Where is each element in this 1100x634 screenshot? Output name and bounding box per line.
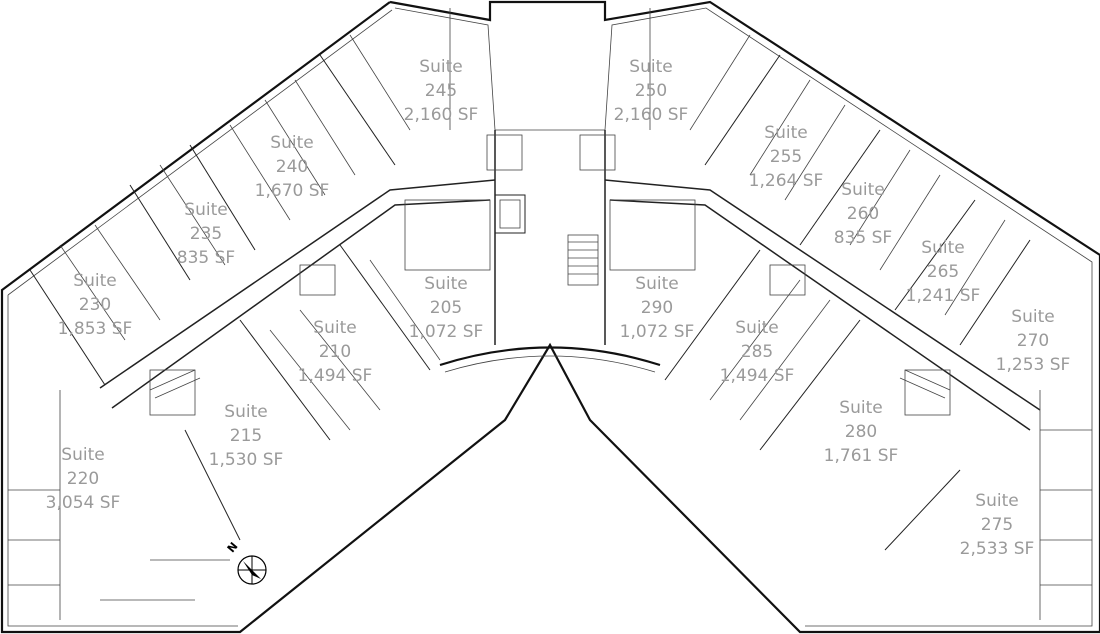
north-arrow — [237, 555, 267, 585]
right-wing-walls — [609, 8, 1092, 620]
left-wing-walls — [8, 8, 491, 620]
corridors — [99, 130, 1041, 431]
building-core — [149, 134, 951, 399]
